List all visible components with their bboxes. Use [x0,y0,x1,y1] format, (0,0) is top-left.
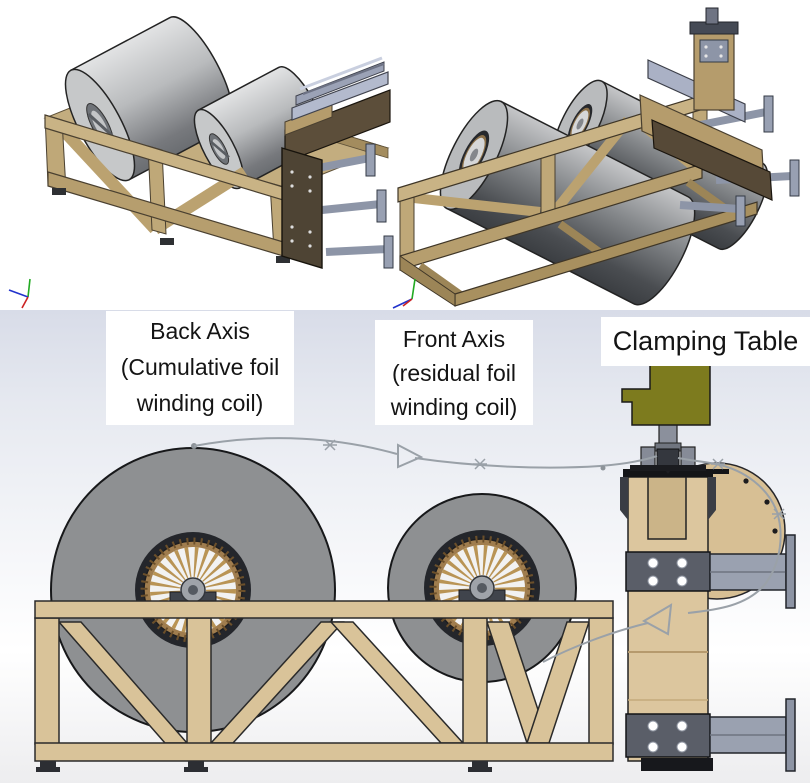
bolt-dots [704,45,723,58]
origin-triad-icon [392,278,416,309]
clamping-assembly-iso [281,56,394,269]
column-base [641,758,713,771]
truss-feet [36,761,492,772]
side-bracket [620,477,628,520]
spline-markers [323,439,786,520]
truss-frame-iso-rear [397,95,758,307]
spline-dot [600,465,606,471]
truss-frame [34,600,614,772]
flange-plate [376,189,387,223]
origin-triad-icon [8,278,31,309]
flange-plate [789,159,800,197]
foil-path [191,437,786,663]
clamp-column-recess [647,476,687,540]
foil-arrow [641,603,673,636]
clamp-mechanism [630,423,706,474]
flange-plate [763,95,774,133]
label-line: Back Axis [150,318,250,344]
olive-bracket [621,361,711,426]
foil-path-segment [193,437,398,455]
label-back-axis: Back Axis (Cumulative foil winding coil) [106,311,294,425]
label-line: (residual foil [392,360,516,386]
foil-path-segment [542,622,649,663]
label-front-axis: Front Axis (residual foil winding coil) [375,320,533,425]
clamping-assembly-iso-rear [639,7,800,227]
truss-frame-iso [44,114,293,263]
flange-plate [735,195,746,227]
side-bracket [708,477,716,520]
label-line: Front Axis [402,326,506,352]
flange-plate [383,235,394,269]
beam-flange [785,534,796,609]
flange-plate [365,143,376,177]
foil-arrow [397,443,424,469]
label-line: Clamping Table [612,326,799,356]
mounting-plate-upper [625,551,711,592]
clamping-table [620,361,796,772]
label-clamping-table: Clamping Table [601,317,810,366]
isometric-view-front [8,16,394,309]
label-line: (Cumulative foil [120,354,280,380]
isometric-view-rear [392,7,800,309]
beam-flange [785,698,796,772]
mounting-plate-lower [625,713,711,758]
label-line: winding coil) [136,390,264,416]
foil-path-segment [414,455,658,469]
label-line: winding coil) [390,394,518,420]
bolt-dots [290,170,312,248]
